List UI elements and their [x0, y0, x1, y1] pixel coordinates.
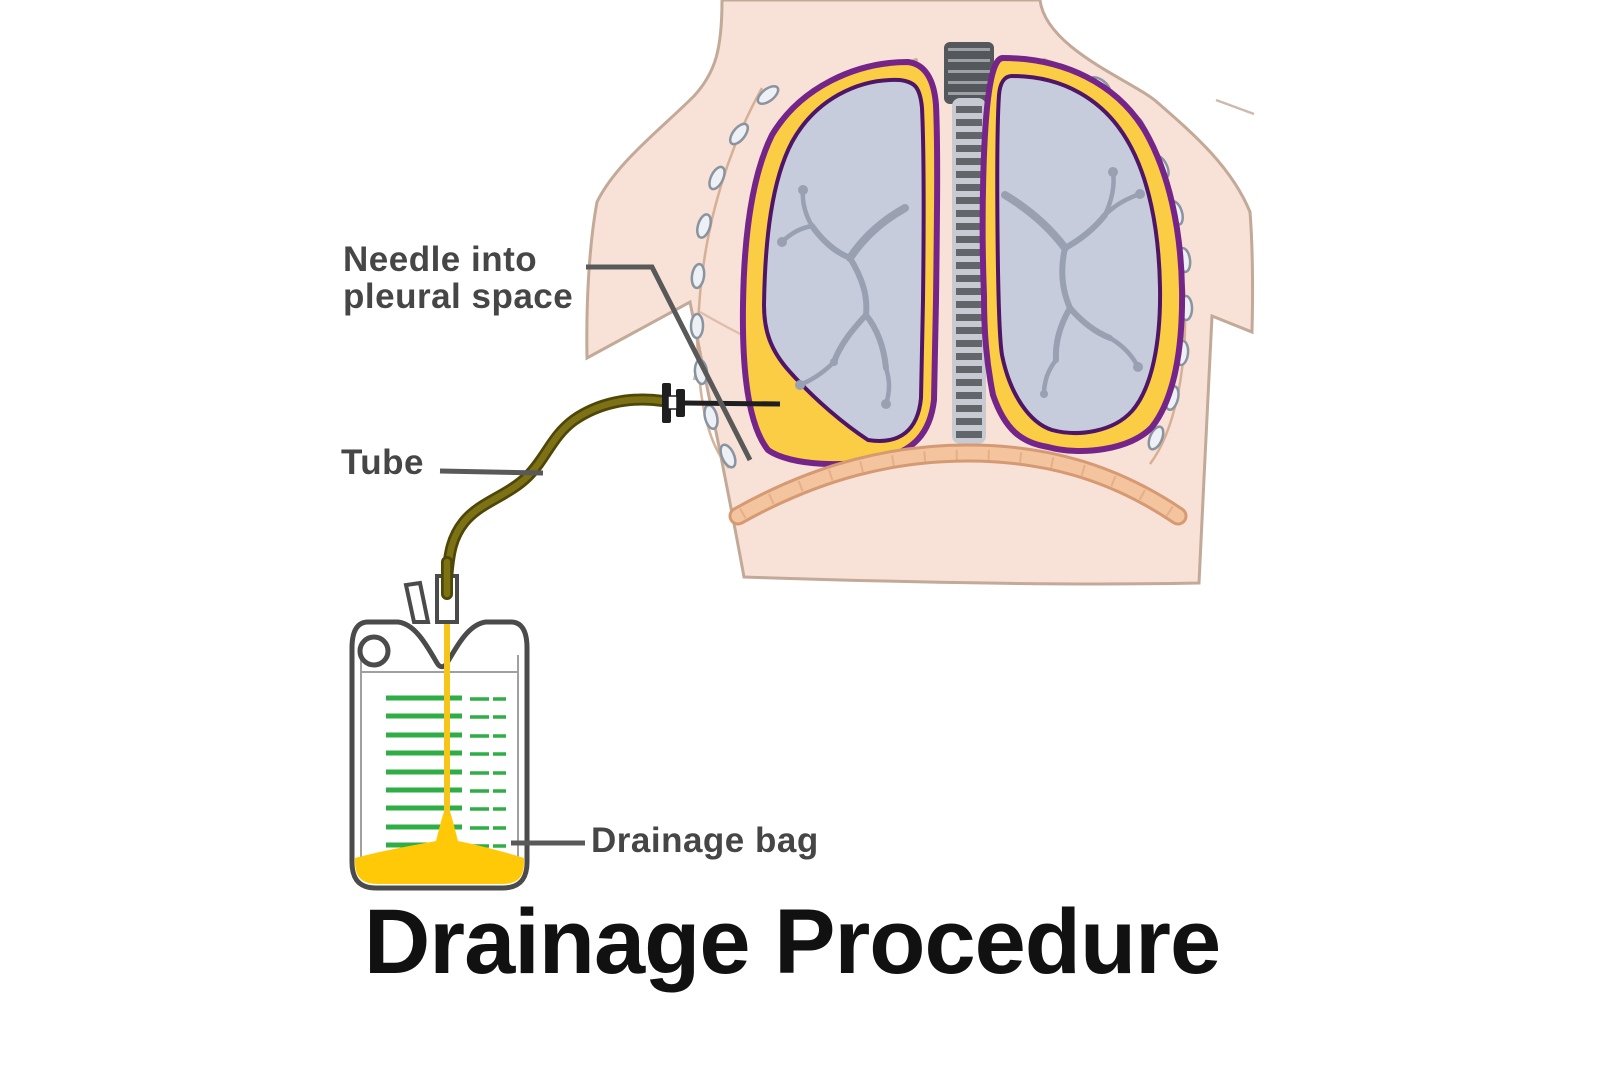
diaphragm	[728, 443, 1188, 526]
figure-title: Drainage Procedure	[363, 891, 1221, 993]
bag-ports	[403, 556, 459, 624]
needle-label: Needle into pleural space	[343, 240, 574, 317]
tube-leader-line	[439, 468, 544, 476]
bronchi-tips	[777, 167, 1145, 409]
spine-and-trachea	[944, 42, 994, 444]
bag-hang-eyelet	[357, 634, 391, 668]
tube-label: Tube	[341, 443, 425, 482]
leader-lines	[439, 264, 753, 846]
drainage-bag	[349, 556, 530, 891]
thoracentesis-needle	[662, 383, 781, 423]
bronchial-trees	[777, 167, 1145, 409]
collected-fluid	[355, 804, 524, 884]
needle-leader-line	[586, 264, 753, 462]
drainage-tube	[441, 393, 669, 586]
drainage-bag-label: Drainage bag	[591, 821, 819, 860]
